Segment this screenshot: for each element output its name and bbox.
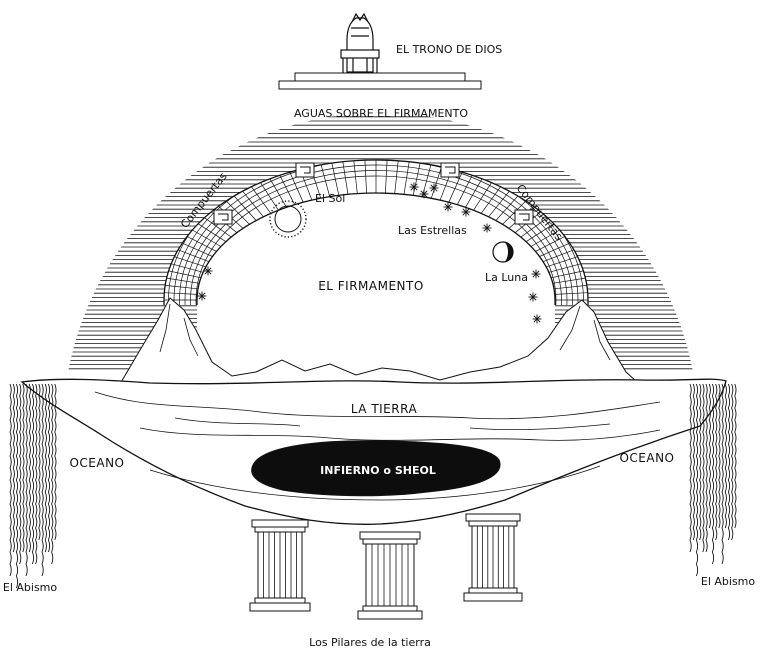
- star-icon: [528, 292, 538, 302]
- star-icon: [419, 189, 429, 199]
- star-icon: [531, 269, 541, 279]
- abyss-right: [689, 383, 737, 577]
- star-icon: [461, 207, 471, 217]
- ocean-left-label: OCEANO: [69, 456, 124, 470]
- abyss-right-label: El Abismo: [701, 575, 756, 588]
- moon-label: La Luna: [485, 271, 528, 284]
- star-icon: [429, 183, 439, 193]
- throne-label: EL TRONO DE DIOS: [396, 43, 502, 56]
- firmament-label: EL FIRMAMENTO: [318, 279, 424, 293]
- pillar-icon: [357, 531, 423, 620]
- sun-icon: [269, 200, 307, 238]
- waters-above-label: AGUAS SOBRE EL FIRMAMENTO: [294, 107, 468, 120]
- sun-label: El Sol: [315, 192, 345, 205]
- star-icon: [197, 291, 207, 301]
- abyss-left-label: El Abismo: [3, 581, 58, 594]
- sheol-region: [251, 440, 501, 497]
- star-icon: [443, 202, 453, 212]
- star-icon: [482, 223, 492, 233]
- earth-label: LA TIERRA: [351, 402, 418, 416]
- pillar-icon: [249, 519, 311, 612]
- throne-platform: [278, 72, 482, 90]
- pillars-label: Los Pilares de la tierra: [309, 636, 431, 649]
- mountains: [119, 297, 648, 391]
- pillar-icon: [463, 513, 523, 602]
- star-icon: [532, 314, 542, 324]
- moon-icon: [492, 241, 514, 263]
- ocean-right-label: OCEANO: [619, 451, 674, 465]
- star-icon: [409, 182, 419, 192]
- pillars-group: [249, 513, 523, 620]
- abyss-left: [9, 383, 57, 589]
- stars-label: Las Estrellas: [398, 224, 467, 237]
- floodgate-icon: [213, 162, 534, 225]
- stars-group: [197, 182, 542, 324]
- firmament-sky: [197, 193, 555, 372]
- sheol-label: INFIERNO o SHEOL: [320, 464, 436, 477]
- throne-icon: [340, 12, 380, 73]
- star-icon: [203, 266, 213, 276]
